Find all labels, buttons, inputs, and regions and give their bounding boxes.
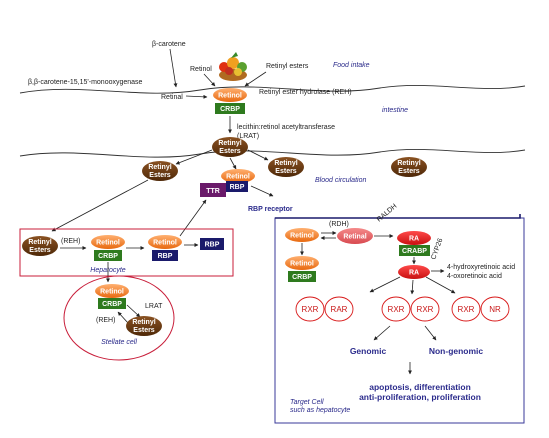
svg-text:CRBP: CRBP xyxy=(220,106,240,113)
receptor-rxr-4: RXR xyxy=(452,297,480,321)
svg-text:Retinyl: Retinyl xyxy=(397,160,420,167)
svg-text:CRBP: CRBP xyxy=(292,274,312,281)
svg-text:Retinol: Retinol xyxy=(290,261,314,268)
arrow-esters-intake xyxy=(245,72,266,86)
arrow-blood-to-receptor xyxy=(251,186,273,196)
svg-text:Retinyl: Retinyl xyxy=(148,164,171,171)
food-intake-label: Food intake xyxy=(333,62,370,69)
genomic-label: Genomic xyxy=(350,346,387,356)
arrow-blood-esters-to-hepatocyte xyxy=(52,180,148,231)
intake-retinal-label: Retinal xyxy=(161,94,183,101)
arrow-ra-to-rxr-rar xyxy=(370,277,400,292)
arrow-stellate-crbp-to-esters xyxy=(127,305,140,317)
arrow-hepatocyte-rbp-to-blood xyxy=(180,200,206,236)
svg-text:RXR: RXR xyxy=(302,305,319,314)
rbp-receptor-label: RBP receptor xyxy=(248,206,293,213)
svg-text:RBP: RBP xyxy=(158,253,173,260)
svg-text:Retinol: Retinol xyxy=(226,174,250,181)
rdh-label: (RDH) xyxy=(329,221,349,228)
intestine-membrane-bottom xyxy=(20,149,525,157)
non-genomic-label: Non-genomic xyxy=(429,346,484,356)
arrow-esters-to-blood-left xyxy=(176,150,212,164)
svg-text:NR: NR xyxy=(489,305,501,314)
stellate-reh-label: (REH) xyxy=(96,317,115,324)
target-cell-label-line1: Target Cell xyxy=(290,399,324,406)
intake-retinyl-esters-label: Retinyl esters xyxy=(266,63,309,70)
svg-text:Retinol: Retinol xyxy=(290,233,314,240)
receptor-rxr-2: RXR xyxy=(382,297,410,321)
svg-text:Retinyl: Retinyl xyxy=(218,140,241,147)
svg-text:RXR: RXR xyxy=(458,305,475,314)
svg-text:Esters: Esters xyxy=(275,168,297,175)
svg-text:RBP: RBP xyxy=(230,184,245,191)
svg-text:Esters: Esters xyxy=(133,327,155,334)
svg-text:Retinyl: Retinyl xyxy=(274,160,297,167)
svg-text:Retinol: Retinol xyxy=(153,240,177,247)
arrow-retinol-intake xyxy=(204,74,215,86)
svg-text:Retinol: Retinol xyxy=(100,289,124,296)
svg-text:CRBP: CRBP xyxy=(102,301,122,308)
svg-text:RXR: RXR xyxy=(388,305,405,314)
svg-text:Esters: Esters xyxy=(149,172,171,179)
lrat-label-line1: lecithin:retinol acetyltransferase xyxy=(237,124,335,131)
beta-carotene-label: β-carotene xyxy=(152,41,186,48)
target-cell-label-line2: such as hepatocyte xyxy=(290,407,350,414)
cyp26-label: CYP26 xyxy=(430,237,444,260)
svg-text:RA: RA xyxy=(409,270,419,277)
stellate-cell-label: Stellate cell xyxy=(101,339,137,346)
svg-text:Retinol: Retinol xyxy=(96,240,120,247)
oxoretinoic-acid-label: 4-oxoretinoic acid xyxy=(447,273,502,280)
svg-text:Retinyl: Retinyl xyxy=(28,239,51,246)
outcome-line1: apoptosis, differentiation xyxy=(369,382,471,392)
svg-text:RXR: RXR xyxy=(417,305,434,314)
svg-text:RBP: RBP xyxy=(205,242,220,249)
svg-text:RAR: RAR xyxy=(331,305,348,314)
food-basket-icon xyxy=(219,52,247,81)
raldh-label: RALDH xyxy=(376,203,399,224)
receptor-nr: NR xyxy=(481,297,509,321)
blood-circulation-label: Blood circulation xyxy=(315,177,366,184)
svg-text:Retinyl: Retinyl xyxy=(132,319,155,326)
arrow-stellate-esters-to-crbp xyxy=(118,312,128,323)
svg-text:TTR: TTR xyxy=(206,188,220,195)
intake-retinol-label: Retinol xyxy=(190,66,212,73)
rbp-receptor-marker xyxy=(275,214,520,218)
svg-text:Retinal: Retinal xyxy=(343,234,366,241)
svg-text:Esters: Esters xyxy=(29,247,51,254)
arrow-beta-to-retinal xyxy=(170,49,176,87)
arrow-to-non-genomic xyxy=(425,326,436,340)
receptor-rar: RAR xyxy=(325,297,353,321)
receptor-rxr-3: RXR xyxy=(411,297,439,321)
svg-text:Esters: Esters xyxy=(398,168,420,175)
reh-label: Retinyl ester hydrolase (REH) xyxy=(259,89,352,96)
arrow-esters-to-retinol xyxy=(230,158,236,169)
outcome-line2: anti-proliferation, proliferation xyxy=(359,392,481,402)
svg-text:CRABP: CRABP xyxy=(402,248,427,255)
svg-text:RA: RA xyxy=(409,236,419,243)
monooxygenase-label: β,β-carotene-15,15'-monooxygenase xyxy=(28,79,143,86)
arrow-retinal-to-crbp xyxy=(186,96,207,97)
svg-text:Esters: Esters xyxy=(219,148,241,155)
arrow-to-genomic xyxy=(374,326,390,340)
hydroxy-retinoic-acid-label: 4-hydroxyretinoic acid xyxy=(447,264,515,271)
svg-text:CRBP: CRBP xyxy=(98,253,118,260)
receptor-rxr-1: RXR xyxy=(296,297,324,321)
intestine-label: intestine xyxy=(382,107,408,114)
svg-text:Retinol: Retinol xyxy=(218,93,242,100)
hepatocyte-reh-label: (REH) xyxy=(61,238,80,245)
stellate-lrat-label: LRAT xyxy=(145,303,163,310)
arrow-ra-to-rxr-rxr xyxy=(412,280,413,294)
